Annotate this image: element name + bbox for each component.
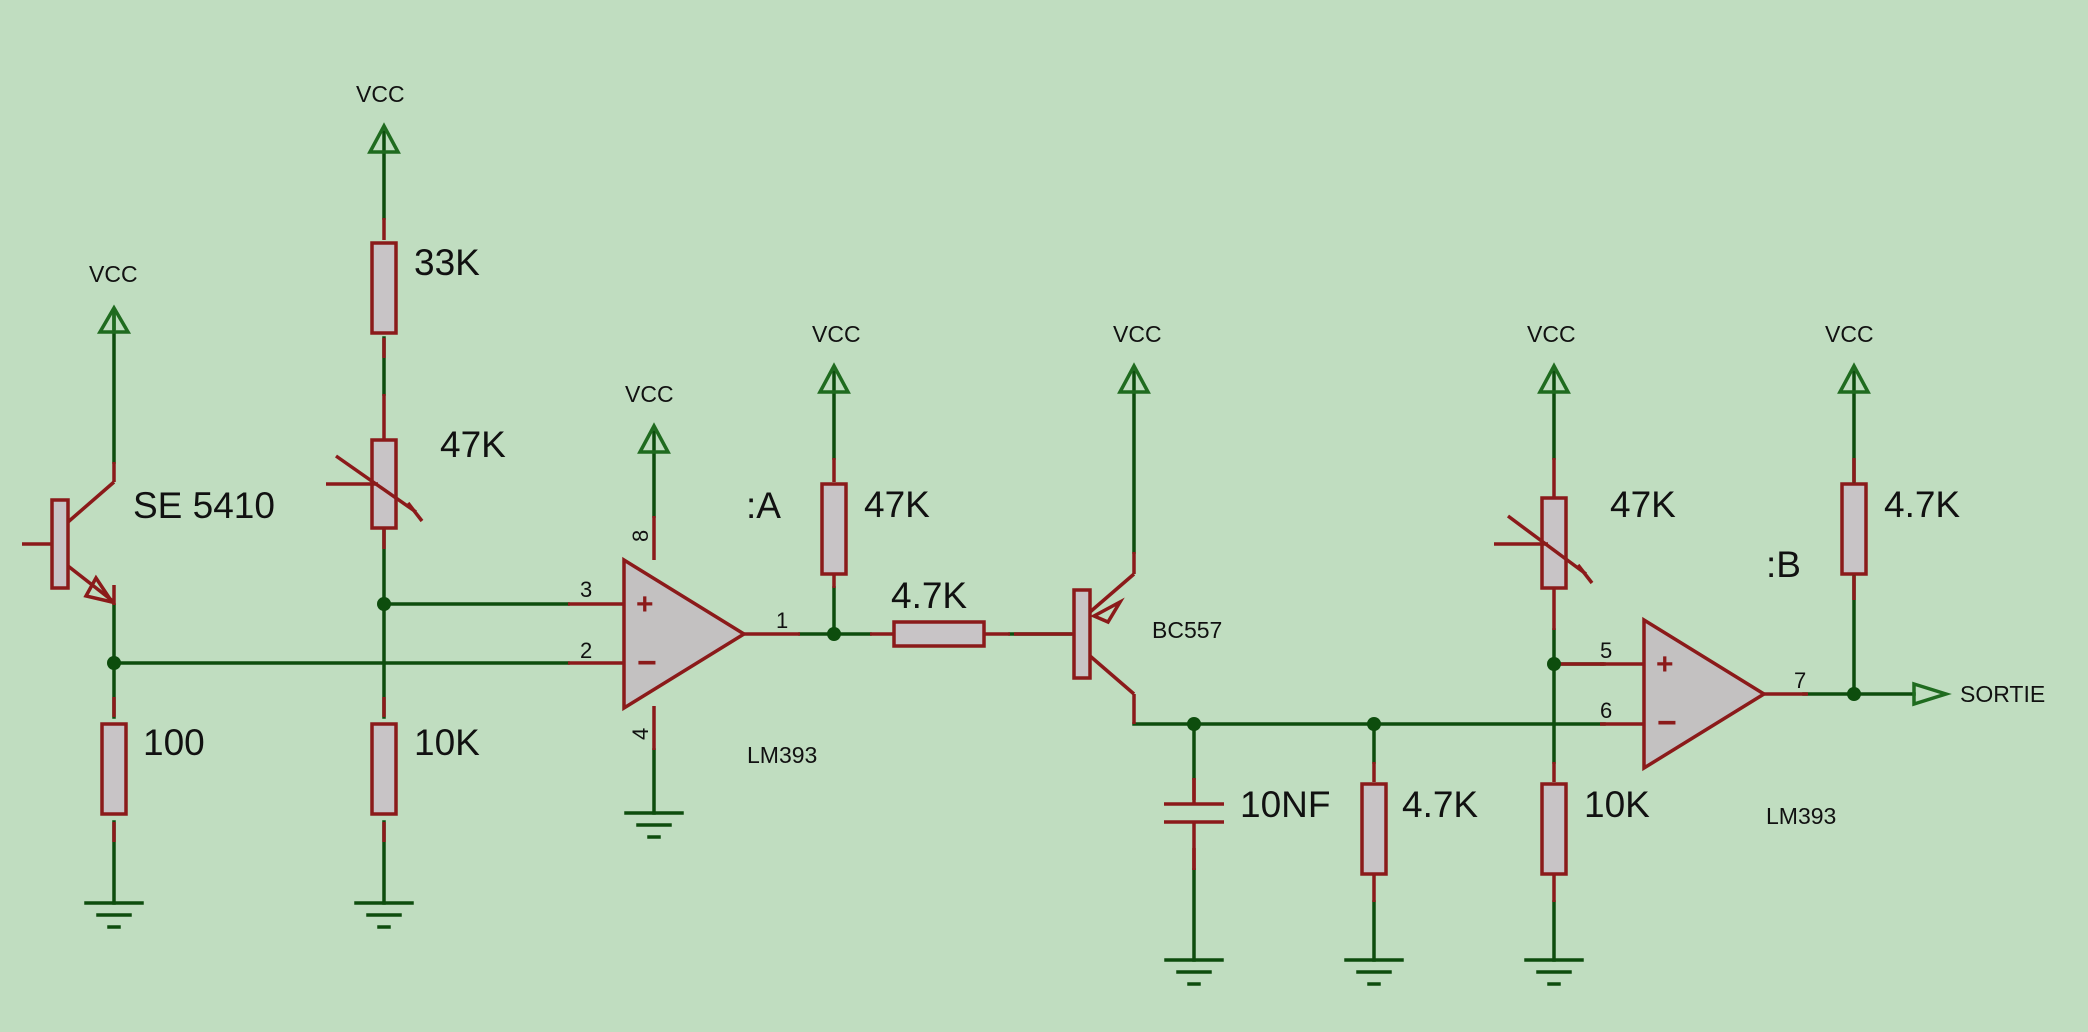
capacitor-10nf-label: 10NF	[1240, 784, 1330, 825]
junction-dot	[1547, 657, 1561, 671]
vcc-label: VCC	[356, 81, 405, 107]
resistor-4k7-series-label: 4.7K	[891, 575, 967, 616]
output-terminal-icon	[1912, 681, 1952, 707]
junction-dot	[1847, 687, 1861, 701]
vcc-arrow-icon	[367, 122, 401, 154]
resistor-10k-right	[1540, 782, 1568, 876]
vcc-arrow-icon	[1837, 362, 1871, 394]
comparator-a-part: LM393	[747, 742, 817, 768]
pin-in-minus-b: 6	[1600, 698, 1612, 723]
junction-dot	[1367, 717, 1381, 731]
resistor-4k7-shunt	[1360, 782, 1388, 876]
comparator-a-name: :A	[746, 485, 781, 526]
minus-sign-icon: −	[1657, 704, 1677, 742]
resistor-10k-left-label: 10K	[414, 722, 480, 763]
ground-icon	[354, 901, 414, 929]
junction-dot	[827, 627, 841, 641]
vcc-label: VCC	[1527, 321, 1576, 347]
potentiometer-47k-left	[326, 438, 424, 530]
vcc-label: VCC	[1113, 321, 1162, 347]
ground-icon	[1524, 958, 1584, 986]
pin-in-plus-a: 3	[580, 577, 592, 602]
resistor-4k7-series	[892, 620, 986, 648]
resistor-10k-left	[370, 722, 398, 816]
vcc-arrow-icon	[1117, 362, 1151, 394]
vcc-symbols	[96, 122, 1871, 454]
pin-gnd-a: 4	[628, 728, 653, 740]
pin-out-a: 1	[776, 608, 788, 633]
resistor-4k7-shunt-label: 4.7K	[1402, 784, 1478, 825]
vcc-arrow-icon	[817, 362, 851, 394]
transistor-bc557	[1072, 572, 1136, 696]
junction-dot	[377, 597, 391, 611]
resistor-33k-label: 33K	[414, 242, 480, 283]
ground-symbols	[84, 811, 1584, 986]
vcc-label: VCC	[812, 321, 861, 347]
vcc-arrow-icon	[1537, 362, 1571, 394]
ground-icon	[1164, 958, 1224, 986]
vcc-label: VCC	[89, 261, 138, 287]
pin-in-minus-a: 2	[580, 638, 592, 663]
transistor-q1-label: SE 5410	[133, 485, 275, 526]
ground-icon	[624, 811, 684, 839]
transistor-q2-label: BC557	[1152, 617, 1222, 643]
junction-dots	[107, 597, 1861, 731]
resistor-47k-pullup-a	[820, 482, 848, 576]
minus-sign-icon: −	[637, 644, 657, 682]
comparator-b-name: :B	[1766, 544, 1801, 585]
comparator-b-part: LM393	[1766, 803, 1836, 829]
comparator-a: + −	[622, 556, 748, 712]
output-label: SORTIE	[1960, 681, 2045, 707]
resistor-47k-pullup-a-label: 47K	[864, 484, 930, 525]
resistor-4k7-pullup-b-label: 4.7K	[1884, 484, 1960, 525]
plus-sign-icon: +	[1656, 648, 1674, 681]
plus-sign-icon: +	[636, 588, 654, 621]
capacitor-10nf	[1164, 778, 1224, 870]
comparator-b: + −	[1642, 616, 1768, 772]
potentiometer-47k-right-label: 47K	[1610, 484, 1676, 525]
resistor-33k	[370, 241, 398, 335]
resistor-100	[100, 722, 128, 816]
ground-icon	[1344, 958, 1404, 986]
pin-vcc-a: 8	[628, 530, 653, 542]
junction-dot	[107, 656, 121, 670]
vcc-label: VCC	[625, 381, 674, 407]
vcc-arrow-icon	[637, 422, 671, 454]
resistor-100-label: 100	[143, 722, 205, 763]
vcc-arrow-icon	[96, 304, 132, 334]
potentiometer-47k-left-label: 47K	[440, 424, 506, 465]
pin-out-b: 7	[1794, 668, 1806, 693]
resistor-10k-right-label: 10K	[1584, 784, 1650, 825]
resistor-4k7-pullup-b	[1840, 482, 1868, 576]
junction-dot	[1187, 717, 1201, 731]
pin-in-plus-b: 5	[1600, 638, 1612, 663]
potentiometer-47k-right	[1494, 496, 1594, 590]
vcc-label: VCC	[1825, 321, 1874, 347]
phototransistor-se5410	[22, 480, 116, 605]
ground-icon	[84, 901, 144, 929]
